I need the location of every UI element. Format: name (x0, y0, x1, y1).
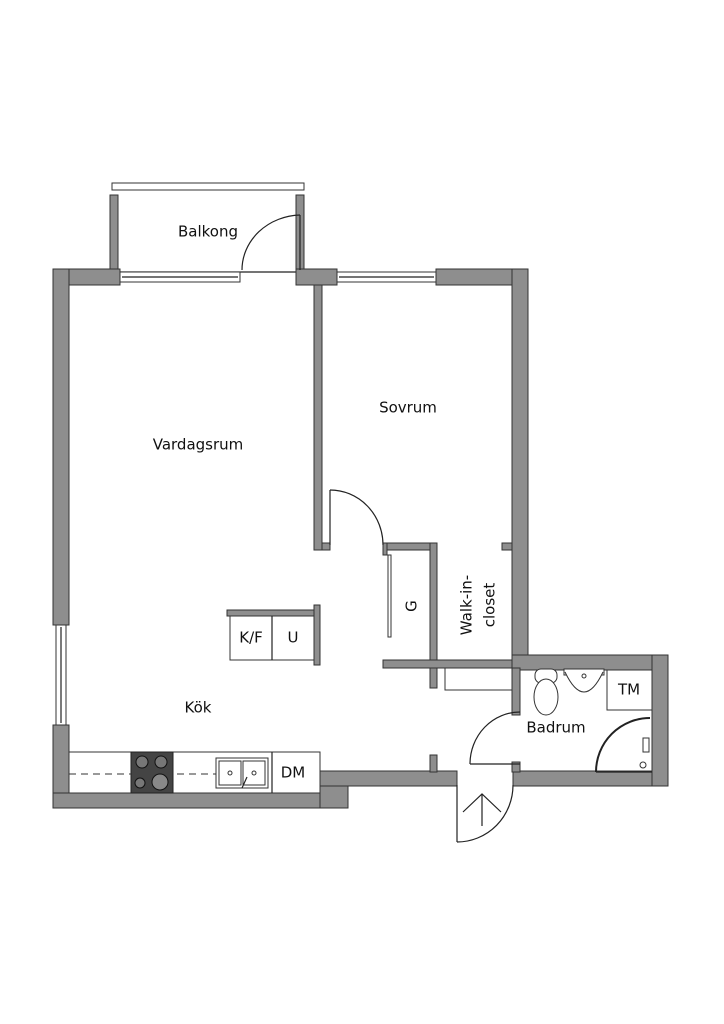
room-label-bedroom: Sovrum (379, 399, 437, 417)
room-label-balcony: Balkong (178, 223, 238, 241)
labels: Balkong Vardagsrum Sovrum G Walk-in- clo… (153, 223, 640, 782)
exterior-walls (52, 268, 669, 809)
entrance-arrow-icon (462, 793, 502, 826)
fixture-label-dishwasher: DM (281, 764, 306, 782)
wardrobe-sliding-door (387, 554, 392, 638)
fixture-label-fridge-freezer: K/F (239, 629, 263, 647)
shelf (444, 667, 513, 691)
bathroom-fixtures (533, 668, 653, 773)
room-label-kitchen: Kök (185, 699, 212, 717)
entrance-door (456, 784, 514, 843)
washbasin-icon (563, 668, 605, 693)
room-label-wardrobe: G (403, 600, 421, 612)
fixture-label-oven: U (288, 629, 299, 647)
kitchen-counter (68, 615, 321, 794)
room-label-walkin-1: Walk-in- (458, 575, 476, 635)
interior-walls (226, 284, 521, 773)
bathroom-door (469, 711, 521, 765)
room-label-living: Vardagsrum (153, 436, 244, 454)
fixture-label-washing-machine: TM (617, 681, 640, 699)
windows (55, 271, 437, 726)
washing-machine (606, 669, 653, 711)
balcony-door (241, 214, 301, 271)
sink-icon (215, 757, 269, 789)
doors (241, 214, 521, 843)
room-label-bathroom: Badrum (526, 719, 585, 737)
toilet-icon (533, 668, 559, 716)
room-label-walkin-2: closet (481, 583, 499, 628)
bedroom-door (329, 489, 384, 546)
shower-icon (595, 717, 652, 773)
